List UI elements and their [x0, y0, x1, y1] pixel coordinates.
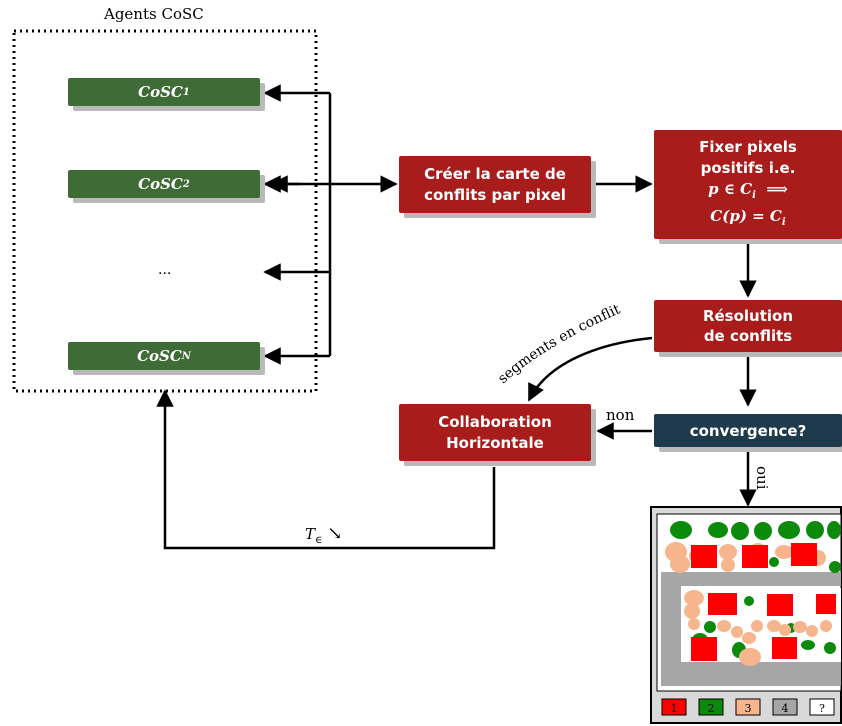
resolution-line2: de conflits [703, 327, 793, 345]
segments-label: segments en conflit [495, 301, 623, 387]
arrow-collab-to-agents [156, 389, 496, 550]
result-image: 1 2 3 4 ? [650, 506, 842, 724]
agents-title: Agents CoSC [104, 5, 204, 23]
non-label: non [606, 406, 635, 424]
oui-label: oui [753, 466, 771, 490]
fixer-math1: p ∈ Ci ⟹ [708, 179, 788, 201]
fixer-line1: Fixer pixels [699, 137, 797, 156]
agent-coscn-label: CoSC [137, 347, 182, 365]
legend-class3-label: 3 [745, 702, 752, 715]
agents-container [12, 29, 318, 393]
arrow-resolution-to-collab [527, 336, 653, 402]
box-collaboration-horizontale: Collaboration Horizontale [399, 404, 591, 461]
agents-ellipsis: ... [158, 262, 172, 278]
legend-class1-label: 1 [671, 702, 678, 715]
t-label: T∈ ↘ [305, 523, 343, 546]
collab-line1: Collaboration [438, 412, 552, 431]
box-convergence: convergence? [654, 414, 842, 447]
legend-class4-swatch [772, 698, 798, 716]
legend-unknown-label: ? [819, 702, 825, 715]
agent-bus [263, 84, 398, 365]
box-creer-carte: Créer la carte de conflits par pixel [399, 156, 591, 213]
resolution-line1: Résolution [702, 307, 794, 325]
fixer-math2: C(p) = Ci [710, 206, 786, 228]
legend-class2-label: 2 [708, 702, 715, 715]
carte-line2: conflits par pixel [424, 185, 566, 204]
box-fixer-pixels: Fixer pixels positifs i.e. p ∈ Ci ⟹ C(p)… [654, 130, 842, 239]
carte-line1: Créer la carte de [424, 164, 566, 183]
collab-line2: Horizontale [446, 433, 544, 452]
legend-class4-label: 4 [782, 702, 789, 715]
agent-cosc2-label: CoSC [138, 175, 183, 193]
legend-class3-swatch [735, 698, 761, 716]
legend-class1-swatch [661, 698, 687, 716]
legend-unknown-swatch [809, 698, 835, 716]
agent-cosc1-label: CoSC [138, 83, 183, 101]
convergence-label: convergence? [689, 421, 807, 440]
fixer-line2: positifs i.e. [700, 158, 796, 177]
box-resolution-conflits: Résolution de conflits [654, 300, 842, 352]
legend-class2-swatch [698, 698, 724, 716]
